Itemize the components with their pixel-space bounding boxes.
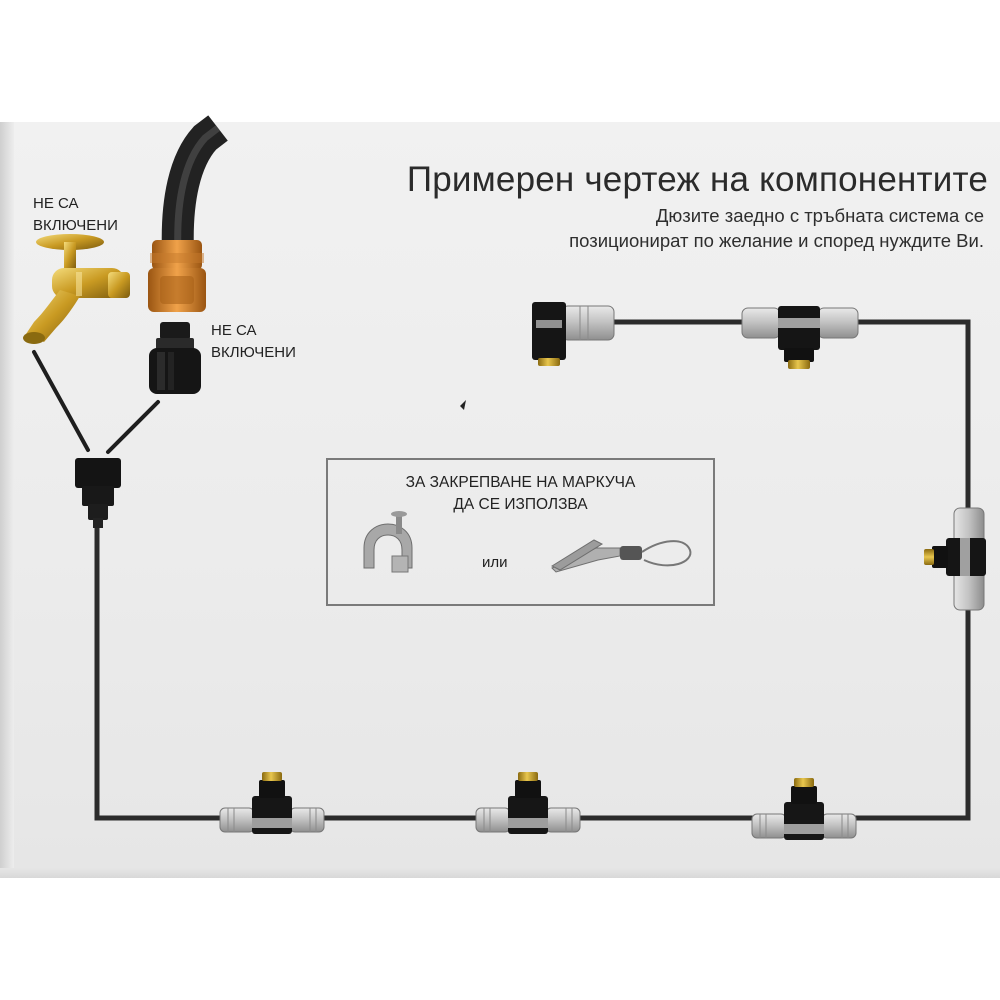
label-line: ВКЛЮЧЕНИ: [33, 215, 118, 237]
adapter-not-included-label: НЕ СА ВКЛЮЧЕНИ: [211, 320, 296, 364]
note-or-text: или: [482, 554, 508, 571]
note-line: ДА СЕ ИЗПОЛЗВА: [328, 494, 713, 516]
connection-lines: [34, 352, 158, 452]
page-title: Примерен чертеж на компонентите: [407, 160, 988, 200]
stray-mark: [460, 400, 466, 410]
elbow-nozzle-icon: [532, 302, 614, 366]
tee-nozzle-icon: [220, 772, 324, 834]
subtitle-line: Дюзите заедно с тръбната система се: [524, 203, 984, 228]
tee-nozzle-icon: [924, 508, 986, 610]
label-line: НЕ СА: [33, 193, 118, 215]
hose-connector-icon: [148, 240, 206, 312]
label-line: НЕ СА: [211, 320, 296, 342]
splitter-icon: [75, 458, 121, 528]
tap-icon: [23, 234, 130, 344]
label-line: ВКЛЮЧЕНИ: [211, 342, 296, 364]
note-title: ЗА ЗАКРЕПВАНЕ НА МАРКУЧА ДА СЕ ИЗПОЛЗВА: [328, 472, 713, 516]
tee-nozzle-icon: [476, 772, 580, 834]
tee-nozzle-icon: [752, 778, 856, 840]
adapter-icon: [149, 322, 201, 394]
page-subtitle: Дюзите заедно с тръбната система се пози…: [524, 203, 984, 253]
subtitle-line: позиционират по желание и според нуждите…: [524, 228, 984, 253]
note-line: ЗА ЗАКРЕПВАНЕ НА МАРКУЧА: [328, 472, 713, 494]
garden-hose-icon: [178, 128, 218, 252]
tee-nozzle-icon: [742, 306, 858, 369]
hose-fixing-note: ЗА ЗАКРЕПВАНЕ НА МАРКУЧА ДА СЕ ИЗПОЛЗВА …: [326, 458, 715, 606]
tap-not-included-label: НЕ СА ВКЛЮЧЕНИ: [33, 193, 118, 237]
